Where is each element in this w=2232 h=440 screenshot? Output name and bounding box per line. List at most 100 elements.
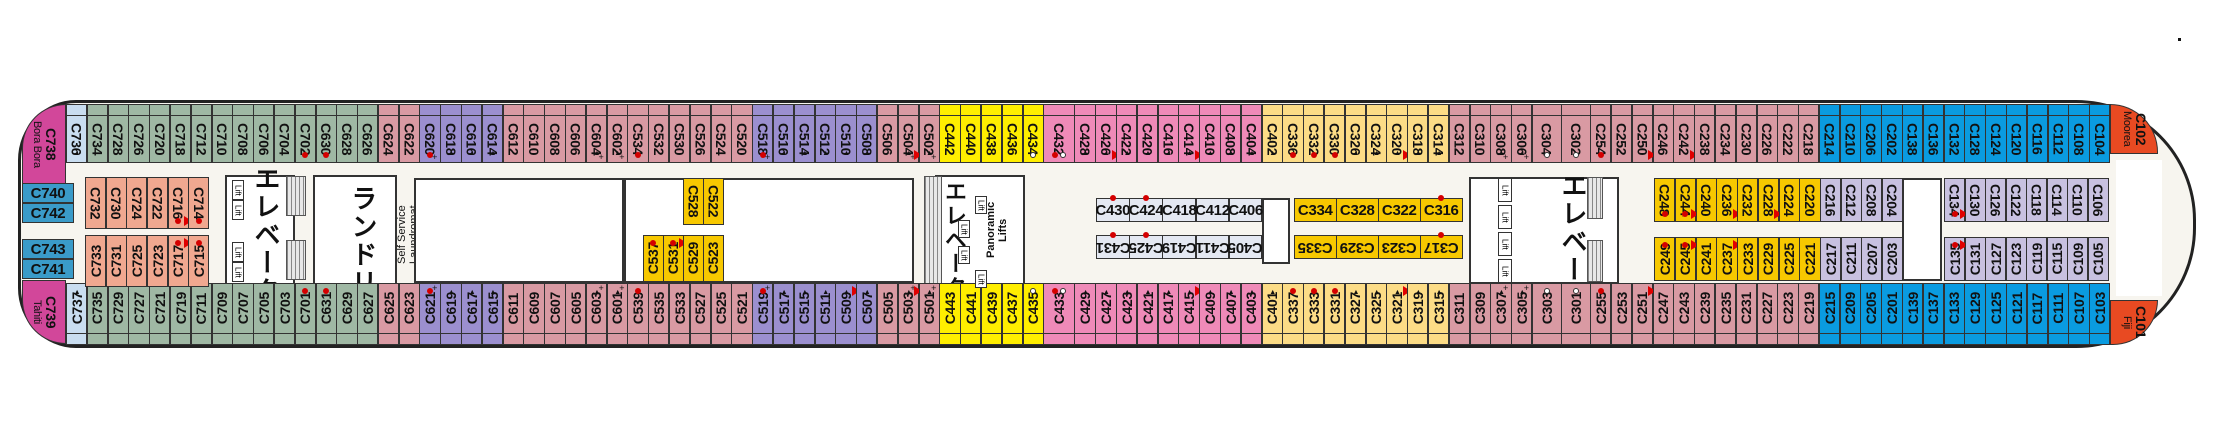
cabin-C532[interactable]: C532 [648,115,670,163]
cabin-C517[interactable]: C517▲ [772,283,795,334]
cabin-C527[interactable]: C527 [689,283,712,334]
cabin-C712[interactable]: C712 [190,115,213,163]
cabin-C422[interactable]: C422▲ [1116,115,1138,163]
cabin-C214[interactable]: C214 [1818,115,1841,163]
cabin-C241[interactable]: C241 [1695,237,1717,281]
cabin-C230[interactable]: C230 [1735,115,1757,163]
cabin-C221[interactable]: C221 [1799,237,1821,281]
cabin-C329[interactable]: C329 [1336,235,1379,259]
cabin-C251[interactable]: C251 [1631,283,1657,334]
cabin-C724[interactable]: C724 [126,177,148,229]
cabin-C240[interactable]: C240 [1695,178,1717,222]
cabin-C520[interactable]: C520 [731,115,753,163]
cabin-C206[interactable]: C206 [1860,115,1882,163]
cabin-C306[interactable]: C306▲+ [1511,115,1533,163]
cabin-C235[interactable]: C235 [1714,283,1737,334]
cabin-C701[interactable]: C701 [294,283,316,334]
cabin-C204[interactable]: C204 [1881,178,1903,222]
cabin-C335[interactable]: C335 [1294,235,1337,259]
cabin-C736[interactable]: C736▲ [66,115,88,163]
cabin-C501[interactable]: C501▲+ [918,283,940,334]
cabin-C539[interactable]: C539 [627,283,649,334]
cabin-C614[interactable]: C614▲ [481,115,504,163]
cabin-C628[interactable]: C628 [336,115,358,163]
cabin-C715[interactable]: C715 [188,235,210,287]
cabin-C725[interactable]: C725 [126,235,148,287]
cabin-C238[interactable]: C238 [1694,115,1716,163]
cabin-C134[interactable]: C134 [1944,178,1968,222]
cabin-C239[interactable]: C239 [1694,283,1716,334]
cabin-C203[interactable]: C203 [1881,237,1903,281]
cabin-C537[interactable]: C537 [643,235,664,282]
cabin-C730[interactable]: C730 [105,177,127,229]
cabin-C129[interactable]: C129 [1964,283,1986,334]
cabin-C618[interactable]: C618▲ [440,115,462,163]
cabin-C511[interactable]: C511▲ [814,283,836,334]
cabin-C622[interactable]: C622 [398,115,420,163]
cabin-C516[interactable]: C516▲ [772,115,795,163]
cabin-C421[interactable]: C421▲ [1136,283,1159,334]
cabin-C509[interactable]: C509▲ [835,283,860,334]
cabin-C245[interactable]: C245 [1674,237,1699,281]
cabin-C412[interactable]: C412 [1195,198,1230,222]
cabin-C608[interactable]: C608 [544,115,566,163]
cabin-C249[interactable]: C249 [1654,237,1676,281]
cabin-C331[interactable]: C331 [1324,283,1346,334]
cabin-C704[interactable]: C704 [273,115,296,163]
cabin-C254[interactable]: C254 [1590,115,1612,163]
cabin-C115[interactable]: C115 [2046,237,2068,281]
cabin-C440[interactable]: C440 [960,115,982,163]
cabin-C711[interactable]: C711 [190,283,213,334]
cabin-C216[interactable]: C216 [1820,178,1841,222]
cabin-C734[interactable]: C734 [86,115,109,163]
cabin-C252[interactable]: C252 [1610,115,1633,163]
cabin-C133[interactable]: C133 [1943,283,1965,334]
cabin-C228[interactable]: C228 [1757,178,1782,222]
cabin-C433[interactable]: C433 [1043,283,1075,334]
cabin-C523[interactable]: C523 [703,235,724,282]
cabin-C735[interactable]: C735 [86,283,109,334]
cabin-C323[interactable]: C323 [1378,235,1421,259]
cabin-C430[interactable]: C430 [1096,195,1130,222]
cabin-C728[interactable]: C728 [107,115,129,163]
cabin-C609[interactable]: C609 [523,283,545,334]
cabin-C405[interactable]: C405 [1228,235,1263,259]
cabin-C418[interactable]: C418 [1162,198,1197,222]
cabin-C603[interactable]: C603▲+ [585,283,608,334]
cabin-C707[interactable]: C707 [232,283,254,334]
cabin-C718[interactable]: C718 [169,115,192,163]
cabin-C535[interactable]: C535 [648,283,670,334]
cabin-C208[interactable]: C208 [1861,178,1882,222]
cabin-C127[interactable]: C127 [1985,237,2006,281]
cabin-C118[interactable]: C118 [2026,178,2047,222]
cabin-C740[interactable]: C740 [22,183,74,203]
cabin-C530[interactable]: C530 [669,115,691,163]
cabin-C325[interactable]: C325▲ [1365,283,1387,334]
cabin-C336[interactable]: C336 [1282,115,1304,163]
cabin-C217[interactable]: C217 [1820,237,1841,281]
cabin-C302[interactable]: C302 [1561,115,1591,163]
cabin-C602[interactable]: C602▲+ [606,115,628,163]
cabin-C419[interactable]: C419 [1162,235,1197,259]
cabin-C706[interactable]: C706 [253,115,275,163]
cabin-C708[interactable]: C708 [232,115,254,163]
cabin-C426[interactable]: C426▲ [1095,115,1120,163]
cabin-C408[interactable]: C408▲ [1220,115,1242,163]
cabin-C723[interactable]: C723 [147,235,169,287]
cabin-C709[interactable]: C709 [211,283,233,334]
cabin-C255[interactable]: C255 [1590,283,1612,334]
cabin-C722[interactable]: C722 [147,177,169,229]
cabin-C105[interactable]: C105 [2087,237,2109,281]
cabin-C514[interactable]: C514▲ [793,115,816,163]
cabin-C519[interactable]: C519+ [752,283,774,334]
cabin-C120[interactable]: C120 [2006,115,2028,163]
cabin-C424[interactable]: C424 [1129,195,1164,222]
cabin-C253[interactable]: C253 [1610,283,1633,334]
cabin-C526[interactable]: C526 [689,115,712,163]
cabin-C403[interactable]: C403▲ [1240,283,1263,334]
cabin-C407[interactable]: C407▲ [1220,283,1242,334]
cabin-C135[interactable]: C135 [1944,237,1968,281]
cabin-C107[interactable]: C107 [2068,283,2090,334]
cabin-C128[interactable]: C128 [1964,115,1986,163]
cabin-C525[interactable]: C525 [710,283,732,334]
